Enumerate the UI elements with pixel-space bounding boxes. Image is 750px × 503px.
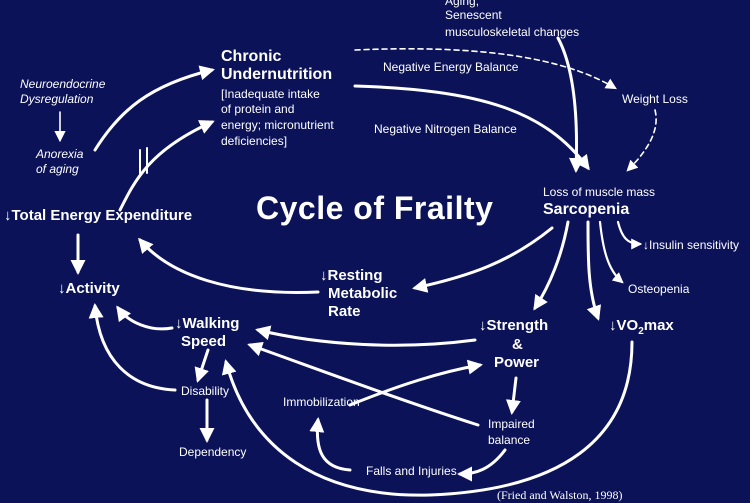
rate-label: Rate	[328, 303, 361, 320]
arrow-walking-to-activity	[116, 305, 174, 331]
arrow-walking-to-disability	[194, 348, 210, 383]
undernutrition-desc-1: [Inadequate intake	[221, 87, 320, 101]
arrow-tee-to-undernutrition	[118, 120, 215, 212]
arrow-aging-to-sarcopenia	[556, 36, 584, 173]
arrow-sarcopenia-to-vo2max	[586, 220, 602, 321]
power-label: Power	[494, 354, 540, 371]
vo2max-label: ↓VO2max	[609, 317, 674, 337]
neuroendocrine-label: Neuroendocrine	[20, 77, 106, 91]
arrow-strength-to-balance	[505, 376, 521, 415]
dysregulation-label: Dysregulation	[20, 92, 94, 106]
arrow-anorexia-to-undernutrition	[93, 65, 215, 152]
arrow-balance-to-falls	[457, 448, 507, 482]
ampersand-label: &	[512, 336, 523, 353]
undernutrition-desc-2: of protein and	[221, 102, 295, 116]
vo2-prefix: ↓VO	[609, 317, 639, 334]
falls-injuries-label: Falls and Injuries	[366, 464, 457, 478]
metabolic-label: Metabolic	[328, 285, 398, 302]
walking-label: ↓Walking	[175, 315, 240, 332]
undernutrition-label: Undernutrition	[221, 66, 333, 83]
senescent-label: Senescent	[445, 8, 502, 22]
negative-nitrogen-balance-label: Negative Nitrogen Balance	[374, 122, 517, 136]
arrow-strength-to-walking	[255, 325, 477, 347]
arrow-sarcopenia-to-insulin	[616, 220, 643, 250]
vo2-suffix: max	[643, 317, 674, 334]
arrow-immobilization-to-strength	[348, 359, 483, 407]
arrow-sarcopenia-to-strength	[533, 220, 570, 311]
total-energy-expenditure-label: ↓Total Energy Expenditure	[4, 207, 193, 224]
undernutrition-desc-4: deficiencies]	[221, 134, 288, 148]
immobilization-label: Immobilization	[283, 395, 360, 409]
impaired-label: Impaired	[488, 417, 535, 431]
anorexia-label: Anorexia	[36, 147, 84, 161]
osteopenia-label: Osteopenia	[628, 282, 690, 296]
arrow-rmr-to-tee	[138, 237, 320, 294]
activity-label: ↓Activity	[58, 280, 120, 297]
arrow-balance-to-walking	[247, 341, 480, 427]
of-aging-label: of aging	[36, 162, 79, 176]
insulin-sensitivity-label: ↓Insulin sensitivity	[643, 238, 740, 252]
arrow-falls-to-immobilization	[309, 417, 352, 472]
negative-energy-balance-label: Negative Energy Balance	[383, 60, 519, 74]
arrow-disability-to-activity	[88, 303, 177, 392]
dependency-label: Dependency	[179, 445, 247, 459]
arrow-weightloss-to-sarcopenia	[626, 109, 657, 172]
arrow-dashed-to-weightloss	[354, 47, 617, 90]
vo2-subscript: 2	[638, 326, 644, 337]
aging-label: Aging;	[445, 0, 480, 8]
disability-label: Disability	[181, 384, 230, 398]
musculoskeletal-label: musculoskeletal changes	[445, 25, 580, 39]
weight-loss-label: Weight Loss	[622, 92, 688, 106]
chronic-label: Chronic	[221, 48, 282, 65]
arrow-vo2max-to-walking	[221, 340, 634, 497]
arrow-sarcopenia-to-osteopenia	[598, 220, 624, 284]
undernutrition-desc-3: energy; micronutrient	[221, 118, 334, 132]
strength-label: ↓Strength	[479, 317, 549, 334]
sarcopenia-label: Sarcopenia	[543, 201, 630, 218]
speed-label: Speed	[181, 333, 227, 350]
balance-label: balance	[488, 433, 531, 447]
diagram-title: Cycle of Frailty	[256, 190, 494, 226]
arrow-sarcopenia-to-rmr	[412, 226, 554, 293]
resting-label: ↓Resting	[320, 267, 383, 284]
arrow-undernutrition-to-sarcopenia	[353, 84, 590, 171]
loss-muscle-mass-label: Loss of muscle mass	[543, 185, 656, 199]
citation: (Fried and Walston, 1998)	[497, 488, 623, 502]
